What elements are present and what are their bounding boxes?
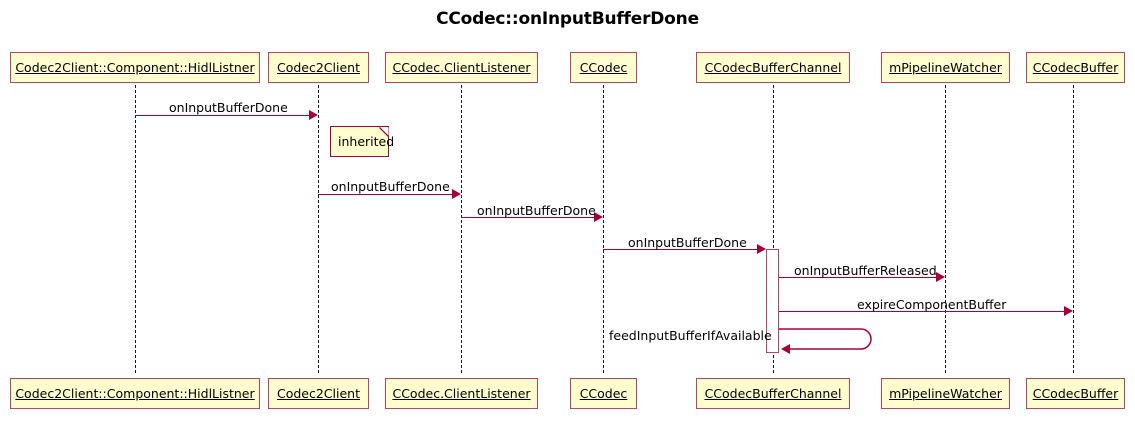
message-line-on-input-buffer-done-3 bbox=[461, 217, 594, 218]
message-label-feed-input-buffer-if-available: feedInputBufferIfAvailable bbox=[609, 328, 772, 343]
lifeline-bufferchannel bbox=[773, 85, 774, 373]
participant-label: mPipelineWatcher bbox=[889, 60, 1002, 75]
message-line-expire-component-buffer bbox=[779, 311, 1064, 312]
participant-box-bottom-bufferchannel[interactable]: CCodecBufferChannel bbox=[696, 378, 850, 409]
lifeline-hidl bbox=[135, 85, 136, 373]
participant-label: mPipelineWatcher bbox=[889, 386, 1002, 401]
participant-label: CCodec bbox=[579, 60, 628, 75]
message-line-on-input-buffer-done-4 bbox=[603, 249, 757, 250]
message-line-on-input-buffer-released bbox=[779, 277, 936, 278]
participant-label: Codec2Client::Component::HidlListner bbox=[15, 60, 255, 75]
participant-box-top-c2client[interactable]: Codec2Client bbox=[268, 52, 369, 83]
lifeline-pipelinewatcher bbox=[945, 85, 946, 373]
participant-box-bottom-hidl[interactable]: Codec2Client::Component::HidlListner bbox=[10, 378, 260, 409]
lifeline-c2client bbox=[318, 85, 319, 373]
participant-box-bottom-ccodec[interactable]: CCodec bbox=[570, 378, 637, 409]
participant-label: CCodecBuffer bbox=[1032, 386, 1119, 401]
message-arrowhead-4 bbox=[757, 244, 766, 254]
message-label-on-input-buffer-done-4: onInputBufferDone bbox=[628, 235, 747, 250]
message-label-on-input-buffer-released: onInputBufferReleased bbox=[794, 263, 937, 278]
message-line-on-input-buffer-done-1 bbox=[135, 115, 309, 116]
participant-box-top-ccodec[interactable]: CCodec bbox=[570, 52, 637, 83]
message-line-on-input-buffer-done-2 bbox=[318, 194, 452, 195]
note-inherited: inherited bbox=[330, 126, 394, 157]
participant-label: CCodec.ClientListener bbox=[392, 386, 531, 401]
participant-label: CCodec bbox=[579, 386, 628, 401]
note-fold-corner-icon bbox=[378, 126, 389, 137]
participant-box-bottom-ccodecbuffer[interactable]: CCodecBuffer bbox=[1026, 378, 1125, 409]
participant-label: CCodecBufferChannel bbox=[704, 60, 842, 75]
participant-box-top-pipelinewatcher[interactable]: mPipelineWatcher bbox=[881, 52, 1010, 83]
activation-bar-bufferchannel bbox=[766, 249, 779, 353]
participant-label: CCodecBuffer bbox=[1032, 60, 1119, 75]
message-label-on-input-buffer-done-2: onInputBufferDone bbox=[331, 179, 450, 194]
participant-label: Codec2Client::Component::HidlListner bbox=[15, 386, 255, 401]
message-arrowhead-2 bbox=[452, 189, 461, 199]
message-label-on-input-buffer-done-3: onInputBufferDone bbox=[477, 203, 596, 218]
participant-label: Codec2Client bbox=[276, 60, 360, 75]
message-label-on-input-buffer-done-1: onInputBufferDone bbox=[169, 100, 288, 115]
lifeline-ccodecbuffer bbox=[1073, 85, 1074, 373]
participant-box-bottom-pipelinewatcher[interactable]: mPipelineWatcher bbox=[881, 378, 1010, 409]
participant-box-top-bufferchannel[interactable]: CCodecBufferChannel bbox=[696, 52, 850, 83]
participant-box-top-clientlistener[interactable]: CCodec.ClientListener bbox=[385, 52, 538, 83]
self-message-loop-feed-input-buffer-if-available bbox=[779, 328, 872, 350]
page-title: CCodec::onInputBufferDone bbox=[436, 9, 699, 29]
message-label-expire-component-buffer: expireComponentBuffer bbox=[857, 297, 1007, 312]
message-arrowhead-3 bbox=[594, 212, 603, 222]
participant-label: Codec2Client bbox=[276, 386, 360, 401]
participant-box-bottom-c2client[interactable]: Codec2Client bbox=[268, 378, 369, 409]
message-arrowhead-7 bbox=[781, 344, 790, 354]
lifeline-ccodec bbox=[603, 85, 604, 373]
participant-box-bottom-clientlistener[interactable]: CCodec.ClientListener bbox=[385, 378, 538, 409]
lifeline-clientlistener bbox=[461, 85, 462, 373]
note-label: inherited bbox=[338, 134, 395, 149]
message-arrowhead-1 bbox=[309, 110, 318, 120]
participant-box-top-hidl[interactable]: Codec2Client::Component::HidlListner bbox=[10, 52, 260, 83]
message-arrowhead-6 bbox=[1064, 306, 1073, 316]
participant-box-top-ccodecbuffer[interactable]: CCodecBuffer bbox=[1026, 52, 1125, 83]
participant-label: CCodec.ClientListener bbox=[392, 60, 531, 75]
message-arrowhead-5 bbox=[936, 272, 945, 282]
participant-label: CCodecBufferChannel bbox=[704, 386, 842, 401]
